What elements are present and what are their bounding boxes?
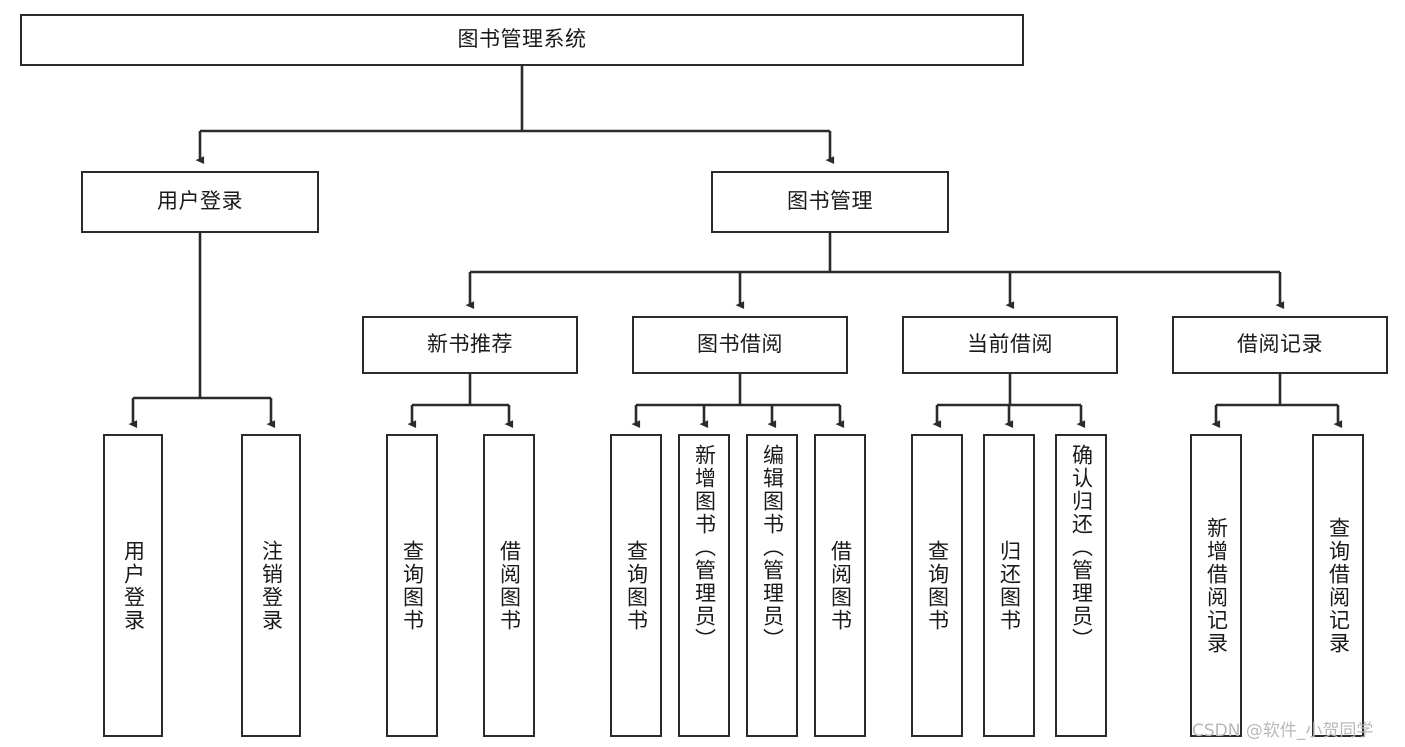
node-leaf-logout[interactable]: 注销登录 (241, 434, 301, 737)
node-root[interactable]: 图书管理系统 (20, 14, 1024, 66)
node-current-borrow-label: 当前借阅 (967, 332, 1053, 357)
node-leaf-return-book-label: 归还图书 (997, 539, 1022, 632)
node-leaf-borrow-book-2[interactable]: 借阅图书 (814, 434, 866, 737)
node-leaf-query-book-2[interactable]: 查询图书 (610, 434, 662, 737)
node-leaf-return-book[interactable]: 归还图书 (983, 434, 1035, 737)
node-new-book-rec[interactable]: 新书推荐 (362, 316, 578, 374)
node-book-manage[interactable]: 图书管理 (711, 171, 949, 233)
node-user-login[interactable]: 用户登录 (81, 171, 319, 233)
node-leaf-borrow-book-1[interactable]: 借阅图书 (483, 434, 535, 737)
node-borrow-record-label: 借阅记录 (1237, 332, 1323, 357)
node-leaf-query-book-2-label: 查询图书 (624, 539, 649, 632)
node-root-label: 图书管理系统 (457, 27, 587, 52)
node-book-borrow-label: 图书借阅 (697, 332, 783, 357)
node-leaf-query-book-3-label: 查询图书 (925, 539, 950, 632)
node-current-borrow[interactable]: 当前借阅 (902, 316, 1118, 374)
node-leaf-borrow-book-2-label: 借阅图书 (828, 539, 853, 632)
node-book-borrow[interactable]: 图书借阅 (632, 316, 848, 374)
node-leaf-add-record[interactable]: 新增借阅记录 (1190, 434, 1242, 737)
node-book-manage-label: 图书管理 (787, 189, 873, 214)
node-user-login-label: 用户登录 (157, 189, 243, 214)
node-leaf-user-login[interactable]: 用户登录 (103, 434, 163, 737)
node-leaf-add-book[interactable]: 新增图书（管理员） (678, 434, 730, 737)
node-leaf-add-book-label: 新增图书（管理员） (692, 444, 717, 651)
node-leaf-query-book-3[interactable]: 查询图书 (911, 434, 963, 737)
node-leaf-add-record-label: 新增借阅记录 (1204, 516, 1229, 655)
node-new-book-rec-label: 新书推荐 (427, 332, 513, 357)
node-leaf-confirm-return-label: 确认归还（管理员） (1069, 444, 1094, 651)
node-leaf-query-book-1-label: 查询图书 (400, 539, 425, 632)
node-borrow-record[interactable]: 借阅记录 (1172, 316, 1388, 374)
node-leaf-edit-book[interactable]: 编辑图书（管理员） (746, 434, 798, 737)
node-leaf-query-record-label: 查询借阅记录 (1326, 516, 1351, 655)
node-leaf-confirm-return[interactable]: 确认归还（管理员） (1055, 434, 1107, 737)
node-leaf-borrow-book-1-label: 借阅图书 (497, 539, 522, 632)
node-leaf-edit-book-label: 编辑图书（管理员） (760, 444, 785, 651)
node-leaf-query-record[interactable]: 查询借阅记录 (1312, 434, 1364, 737)
node-leaf-user-login-label: 用户登录 (121, 539, 146, 632)
node-leaf-query-book-1[interactable]: 查询图书 (386, 434, 438, 737)
node-leaf-logout-label: 注销登录 (259, 539, 284, 632)
csdn-watermark: CSDN @软件_小贺同学 (1192, 721, 1374, 741)
